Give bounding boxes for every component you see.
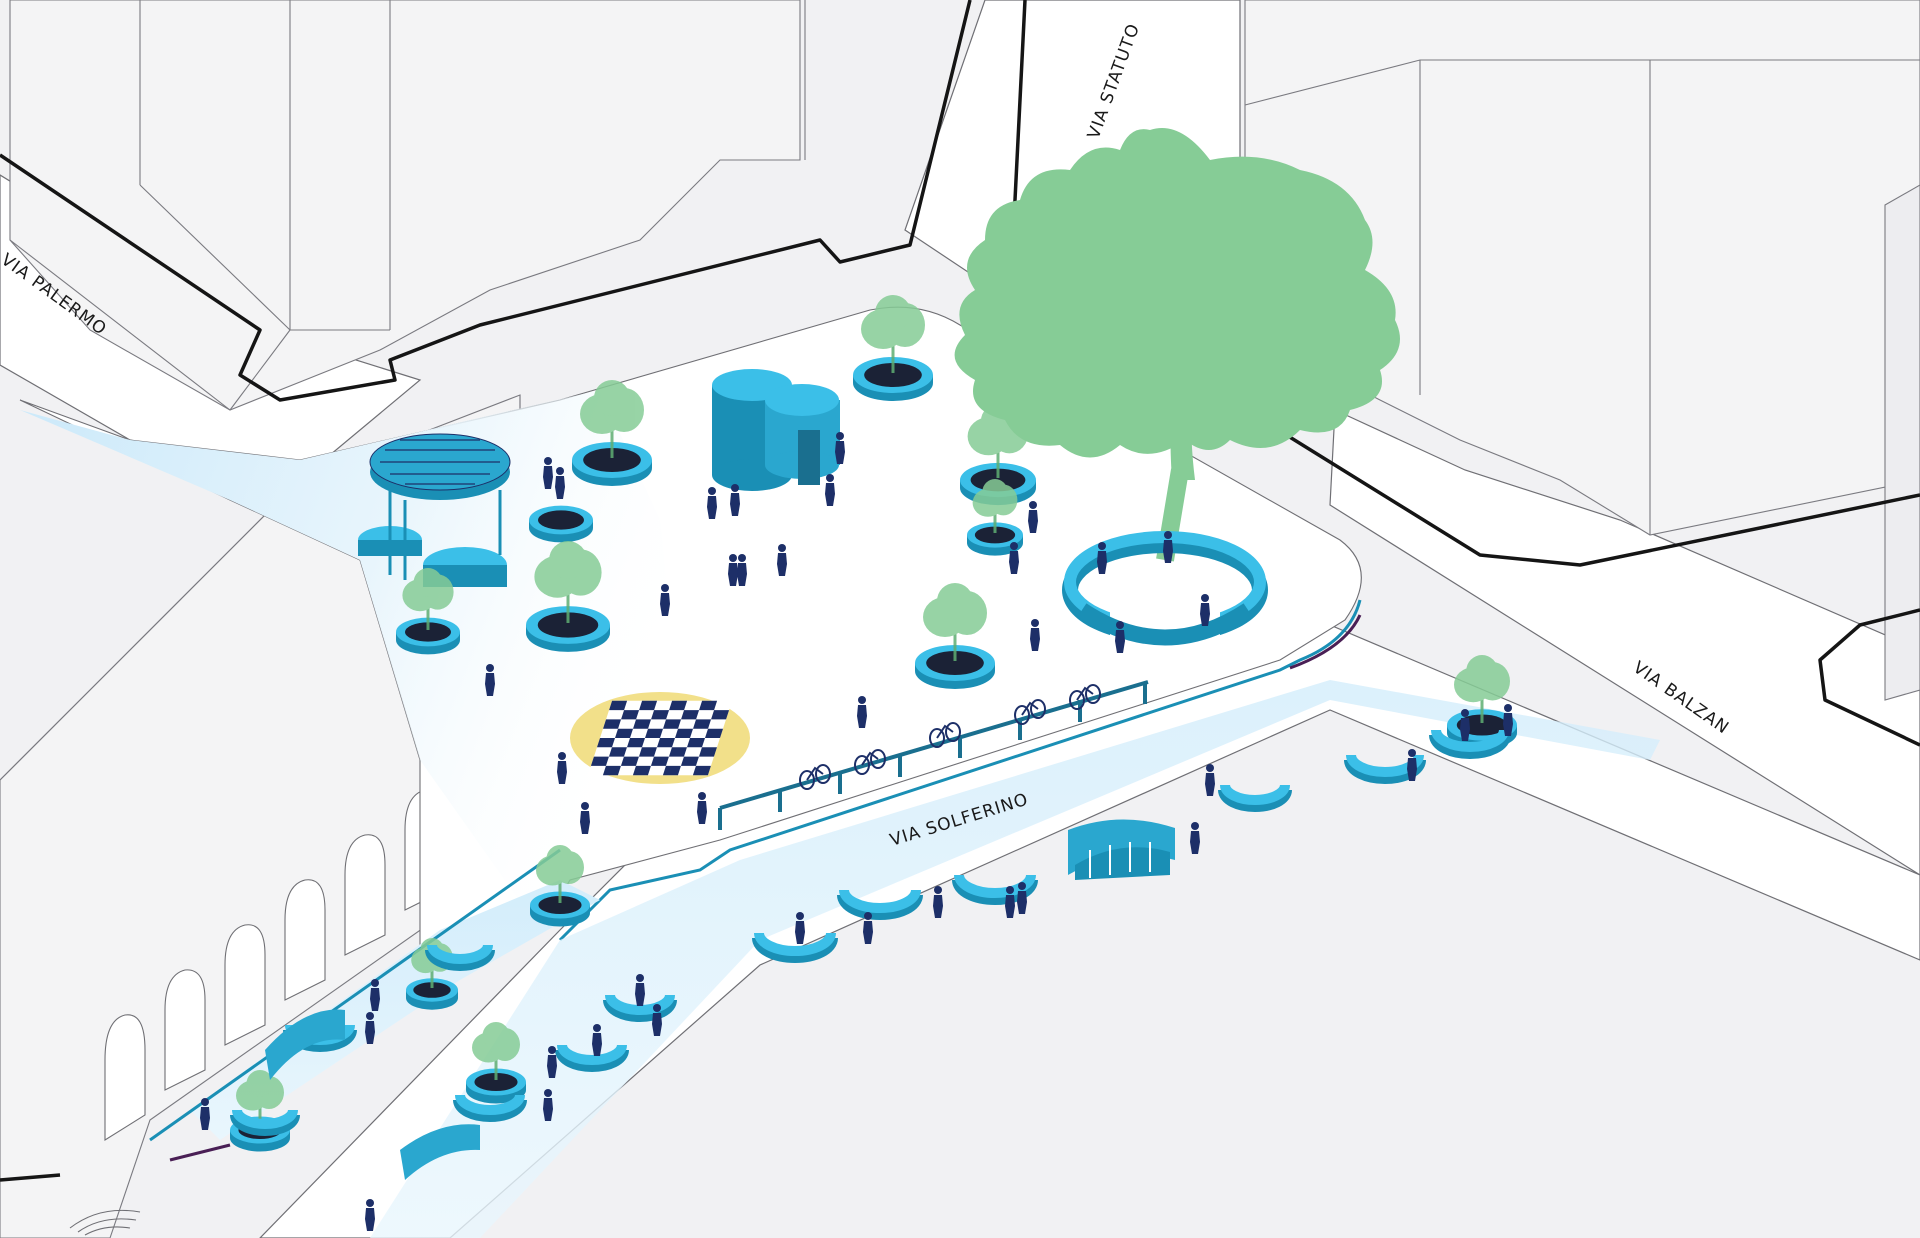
bicycles (799, 684, 1101, 790)
planter (853, 295, 933, 401)
planter (967, 479, 1023, 556)
person (835, 432, 845, 464)
person (933, 886, 943, 918)
bicycle (1014, 699, 1046, 725)
person (825, 474, 835, 506)
person (1460, 709, 1470, 741)
person (795, 912, 805, 944)
planter (406, 938, 458, 1010)
person (1005, 886, 1015, 918)
small-tree (1454, 655, 1510, 723)
small-tree (472, 1022, 520, 1080)
small-tree (236, 1070, 284, 1128)
person (635, 974, 645, 1006)
small-tree (534, 541, 602, 623)
person (707, 487, 717, 519)
kiosk (712, 369, 840, 491)
person (728, 554, 738, 586)
planter (530, 845, 590, 927)
bench (752, 932, 838, 963)
person (1200, 594, 1210, 626)
planter (529, 505, 593, 543)
small-tree (580, 380, 644, 458)
person (557, 752, 567, 784)
person (857, 696, 867, 728)
bench (952, 874, 1038, 905)
planter (572, 380, 652, 486)
bench (230, 1109, 300, 1136)
person (697, 792, 707, 824)
person (863, 912, 873, 944)
bench (1218, 784, 1292, 812)
building-top-left (9, 0, 801, 411)
person (1017, 882, 1027, 914)
small-tree (536, 845, 584, 903)
bench (453, 1094, 527, 1122)
bench (837, 889, 923, 920)
bicycle (799, 764, 831, 790)
chess-area (570, 692, 750, 784)
small-tree (923, 583, 987, 661)
bench (425, 944, 495, 971)
planters (230, 295, 1517, 1152)
person (1190, 822, 1200, 854)
person (730, 484, 740, 516)
person (365, 1012, 375, 1044)
person (1097, 542, 1107, 574)
person (1030, 619, 1040, 651)
sidewalk-strip-north (190, 880, 600, 1140)
person (370, 979, 380, 1011)
person (200, 1098, 210, 1130)
person (1009, 542, 1019, 574)
person (1205, 764, 1215, 796)
person (1028, 501, 1038, 533)
plaza-curb-purple (1289, 614, 1362, 670)
person (1503, 704, 1513, 736)
person (652, 1004, 662, 1036)
building-far-right (1884, 184, 1920, 701)
person (543, 1089, 553, 1121)
person (365, 1199, 375, 1231)
person (580, 802, 590, 834)
bench (1429, 729, 1511, 759)
planter (466, 1022, 526, 1104)
bicycle (1069, 684, 1101, 710)
bench (555, 1044, 629, 1072)
person (660, 584, 670, 616)
bicycle (929, 722, 961, 748)
planter (915, 583, 995, 689)
planter (396, 568, 460, 655)
small-tree (967, 404, 1029, 478)
planter (526, 541, 610, 652)
person (1163, 531, 1173, 563)
pergola (358, 433, 511, 587)
plaza-curb-line (558, 599, 1362, 942)
bench (603, 994, 677, 1022)
circular-bench (1062, 531, 1268, 656)
amphitheater-sketch (69, 1209, 141, 1236)
sidewalk-strip-south (370, 680, 1660, 1238)
person (547, 1046, 557, 1078)
person (485, 664, 495, 696)
small-tree (972, 479, 1018, 533)
person (777, 544, 787, 576)
person (737, 554, 747, 586)
arch-shelters (265, 819, 1175, 1180)
person (592, 1024, 602, 1056)
small-tree (402, 568, 454, 630)
people (200, 432, 1513, 1231)
person (1407, 749, 1417, 781)
curved-benches (230, 729, 1511, 1136)
small-tree (861, 295, 925, 373)
person (543, 457, 553, 489)
person (555, 467, 565, 499)
bicycle (854, 749, 886, 775)
person (1115, 621, 1125, 653)
